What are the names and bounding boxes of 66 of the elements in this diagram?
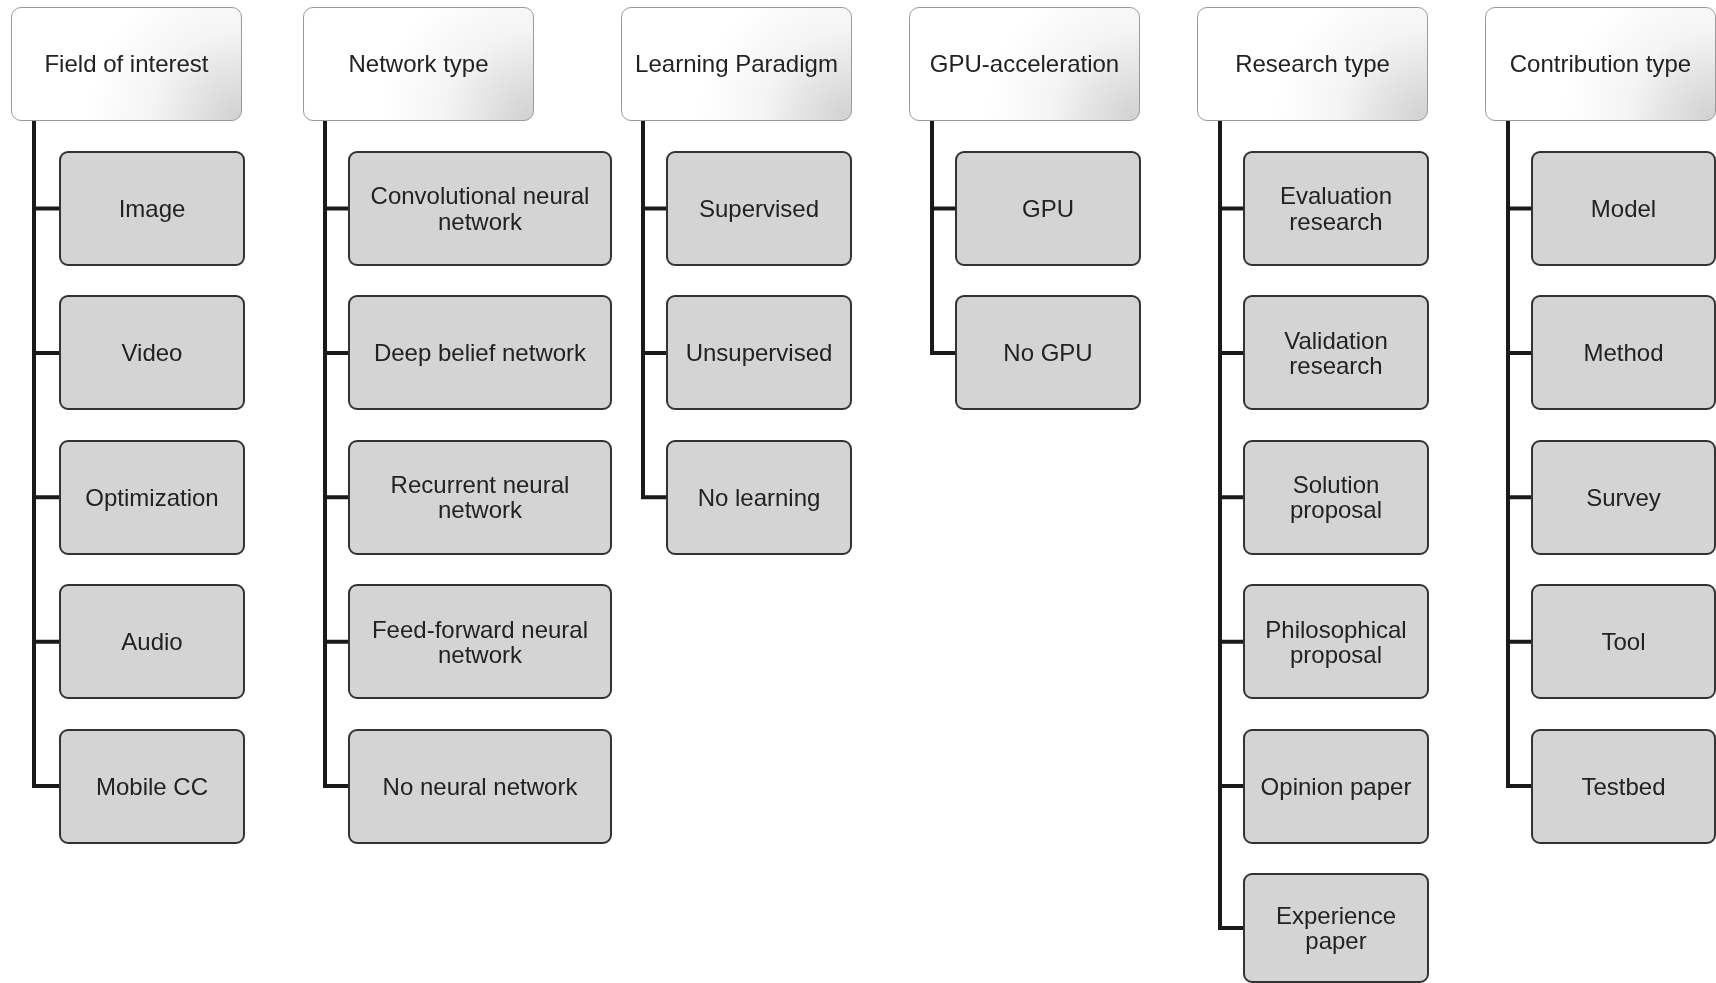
category-box	[303, 7, 534, 121]
item-label: Optimization	[85, 484, 219, 510]
category-label: Contribution type	[1509, 51, 1692, 77]
item-box	[1531, 728, 1716, 844]
category-box	[1485, 7, 1716, 121]
item-label: Solution proposal	[1288, 472, 1384, 523]
item-box	[666, 295, 852, 411]
category-box	[1197, 7, 1428, 121]
item-label: Image	[118, 195, 186, 222]
item-label: GPU	[1022, 195, 1074, 222]
item-label: Opinion paper	[1260, 773, 1412, 799]
item-label: Validation research	[1283, 327, 1389, 379]
item-box	[1243, 295, 1429, 411]
item-label: Tool	[1601, 629, 1646, 655]
item-box	[1531, 295, 1716, 411]
item-label: Evaluation research	[1278, 183, 1394, 234]
item-label: Recurrent neural network	[389, 472, 571, 523]
item-box	[59, 295, 245, 411]
item-label: Convolutional neural network	[369, 183, 591, 234]
item-label: Experience paper	[1274, 902, 1398, 954]
category-label: Network type	[348, 51, 489, 77]
item-box	[348, 151, 612, 266]
item-label: Unsupervised	[685, 340, 833, 366]
item-box	[348, 439, 612, 555]
category-label: Research type	[1235, 51, 1390, 77]
connector-line	[641, 121, 666, 500]
item-box	[1243, 873, 1429, 983]
item-label: Feed-forward neural network	[370, 616, 590, 667]
item-label: Testbed	[1581, 773, 1666, 799]
item-box	[1243, 728, 1429, 844]
item-label: No neural network	[382, 773, 578, 799]
item-box	[666, 439, 852, 555]
category-box	[909, 7, 1140, 121]
category-label: Field of interest	[44, 51, 209, 77]
item-box	[59, 584, 245, 700]
item-box	[1243, 584, 1429, 700]
category-label: Learning Paradigm	[635, 51, 838, 77]
item-box	[348, 295, 612, 411]
item-box	[1243, 439, 1429, 555]
item-box	[348, 584, 612, 700]
item-box	[955, 295, 1141, 411]
item-label: Audio	[121, 629, 183, 655]
item-label: Deep belief network	[373, 340, 587, 366]
item-box	[955, 151, 1141, 266]
item-box	[1531, 584, 1716, 700]
item-box	[1531, 151, 1716, 266]
category-box	[11, 7, 242, 121]
item-label: Video	[121, 340, 183, 366]
item-box	[666, 151, 852, 266]
item-label: Supervised	[698, 195, 820, 222]
item-label: Philosophical proposal	[1264, 616, 1408, 667]
item-box	[59, 151, 245, 266]
item-box	[348, 728, 612, 844]
item-label: No learning	[697, 484, 821, 510]
item-label: Method	[1583, 340, 1664, 366]
item-label: No GPU	[1003, 340, 1093, 366]
item-box	[59, 728, 245, 844]
connector-line	[930, 121, 955, 355]
item-box	[1243, 151, 1429, 266]
category-box	[621, 7, 852, 121]
category-label: GPU-acceleration	[929, 51, 1120, 77]
item-label: Survey	[1586, 484, 1661, 510]
item-label: Mobile CC	[96, 773, 208, 799]
item-box	[1531, 439, 1716, 555]
item-label: Model	[1590, 195, 1657, 222]
item-box	[59, 439, 245, 555]
